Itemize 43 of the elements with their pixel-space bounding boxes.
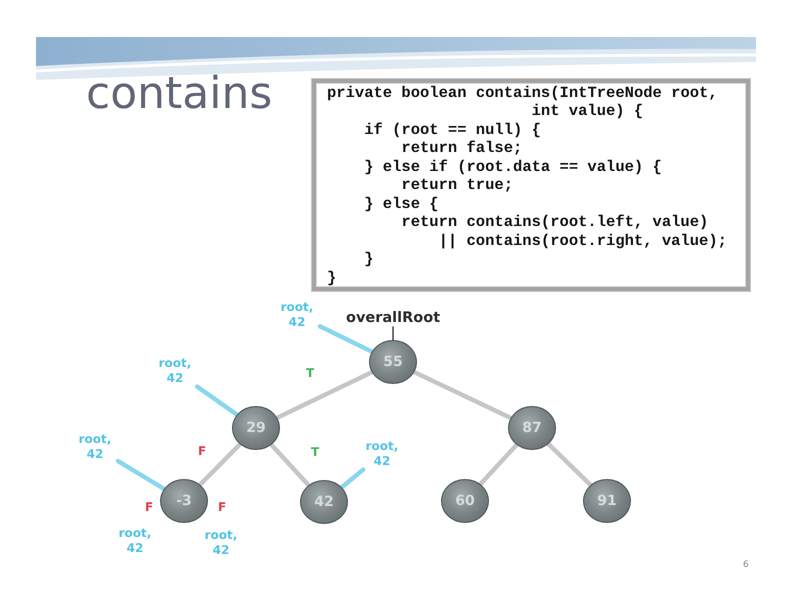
- tree-edge: [478, 442, 519, 486]
- tree-node: -3: [160, 479, 208, 523]
- tree-node: 91: [583, 479, 631, 523]
- edge-label: T: [310, 446, 320, 459]
- edge-label: T: [305, 366, 316, 380]
- callout-label: root, 42: [359, 438, 405, 470]
- leader-line: [318, 324, 374, 354]
- tree-edge: [198, 442, 242, 487]
- edge-label: F: [197, 444, 208, 458]
- tree-edge: [546, 442, 593, 488]
- code-line: || contains(root.right, value);: [438, 232, 727, 250]
- tree-node: 42: [300, 480, 348, 524]
- code-line: if (root == null) {: [364, 120, 541, 139]
- leader-line: [194, 384, 240, 417]
- code-line: return contains(root.left, value): [401, 213, 708, 232]
- code-line: private boolean contains(IntTreeNode root,: [327, 84, 718, 102]
- tree-edge: [275, 370, 374, 420]
- code-box: [312, 79, 750, 291]
- callout-label: root, 42: [274, 300, 320, 331]
- callout-label: root, 42: [72, 432, 118, 463]
- tree-node: 60: [441, 479, 489, 523]
- tree-node: 29: [232, 406, 280, 450]
- callout-label: root, 42: [204, 528, 238, 559]
- tree-node: 55: [369, 340, 417, 384]
- pointer-label: overallRoot: [346, 311, 440, 327]
- callout-label: root, 42: [152, 356, 198, 387]
- code-line: }: [364, 250, 374, 268]
- callout-label: root, 42: [118, 526, 152, 557]
- slide-title: contains: [86, 70, 272, 118]
- tree-node: 87: [508, 406, 556, 450]
- code-line: } else if (root.data == value) {: [364, 158, 662, 176]
- tree-edge: [412, 370, 513, 420]
- code-line: return true;: [401, 176, 514, 194]
- code-line: return false;: [401, 139, 522, 158]
- leader-line: [116, 458, 166, 492]
- result-label: F: [217, 500, 228, 514]
- code-line: int value) {: [532, 102, 644, 120]
- code-line: }: [327, 268, 336, 286]
- slide-number: 6: [743, 561, 749, 571]
- leader-line: [340, 467, 366, 490]
- tree-edge: [269, 442, 311, 488]
- code-line: } else {: [364, 194, 439, 213]
- result-label: F: [144, 500, 154, 514]
